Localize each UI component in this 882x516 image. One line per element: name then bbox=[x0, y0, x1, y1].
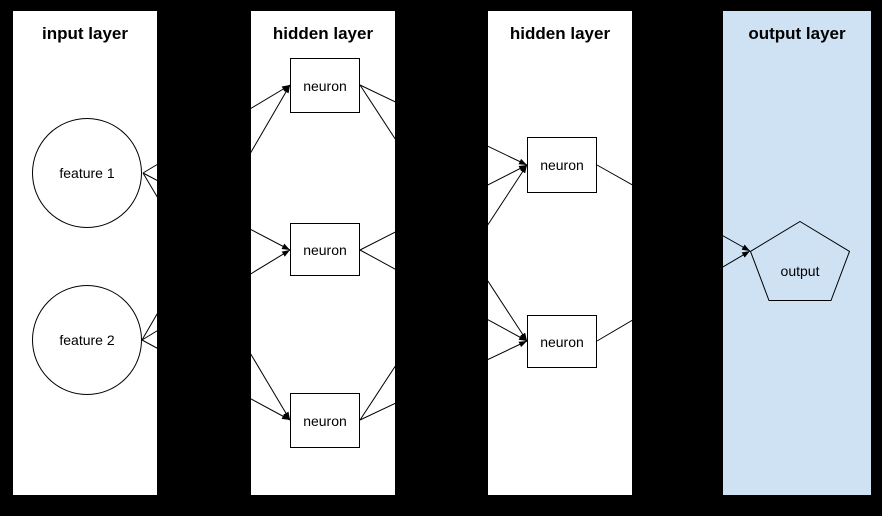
node-feature-1: feature 1 bbox=[32, 118, 142, 228]
node-output-pentagon bbox=[750, 221, 850, 301]
panel-gap bbox=[395, 0, 488, 516]
node-hidden2-neuron-2: neuron bbox=[527, 315, 597, 368]
pentagon-shape bbox=[750, 221, 850, 301]
node-label: feature 2 bbox=[59, 332, 115, 348]
hidden-layer-2-title: hidden layer bbox=[509, 24, 611, 43]
node-hidden1-neuron-1: neuron bbox=[290, 58, 360, 113]
node-label: neuron bbox=[303, 241, 347, 258]
node-label: neuron bbox=[540, 157, 584, 173]
node-label: neuron bbox=[540, 333, 584, 350]
node-feature-2: feature 2 bbox=[32, 285, 142, 395]
hidden-layer-1-title: hidden layer bbox=[272, 24, 374, 43]
panel-gap bbox=[632, 0, 723, 516]
node-label: neuron bbox=[303, 412, 347, 429]
panel-gap bbox=[157, 0, 251, 516]
node-hidden1-neuron-3: neuron bbox=[290, 393, 360, 448]
panel-input-layer: input layer bbox=[13, 11, 157, 495]
node-label: feature 1 bbox=[59, 165, 115, 181]
panel-hidden-layer-2: hidden layer bbox=[488, 11, 632, 495]
output-layer-title: output layer bbox=[748, 24, 846, 43]
node-label: neuron bbox=[303, 77, 347, 94]
node-label: output bbox=[780, 263, 820, 279]
node-hidden2-neuron-1: neuron bbox=[527, 137, 597, 193]
input-layer-title: input layer bbox=[42, 24, 128, 43]
node-hidden1-neuron-2: neuron bbox=[290, 223, 360, 276]
